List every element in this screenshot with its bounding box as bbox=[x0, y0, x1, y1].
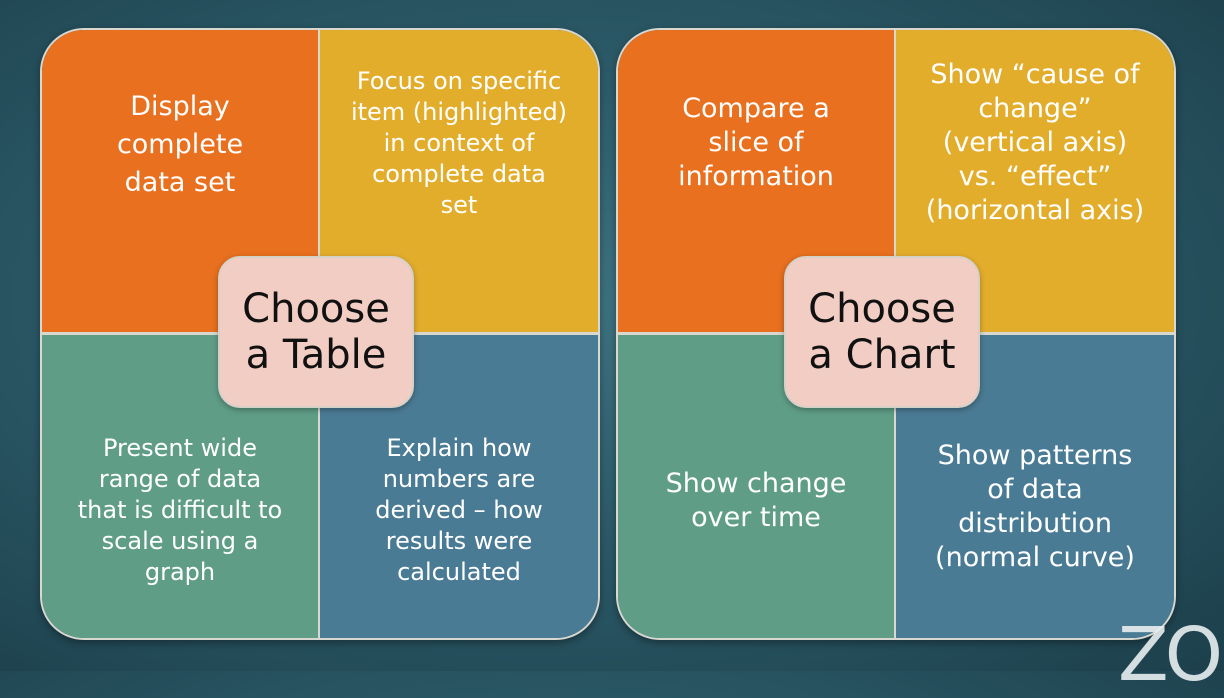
choose-chart-label: Choose a Chart bbox=[808, 286, 956, 378]
choose-table-box: Choose a Table bbox=[218, 256, 414, 408]
chart-quadrant-text: Show patterns of data distribution (norm… bbox=[935, 439, 1135, 573]
table-quadrant-focus-item: Focus on specific item (highlighted) in … bbox=[320, 30, 598, 332]
chart-panel: Compare a slice of information Show “cau… bbox=[616, 28, 1176, 640]
chart-quadrant-cause-effect: Show “cause of change” (vertical axis) v… bbox=[896, 30, 1174, 332]
choose-chart-box: Choose a Chart bbox=[784, 256, 980, 408]
table-quadrant-text: Display complete data set bbox=[116, 91, 244, 198]
chart-quadrant-text: Compare a slice of information bbox=[678, 93, 834, 192]
chart-quadrant-text: Show “cause of change” (vertical axis) v… bbox=[925, 59, 1145, 226]
table-quadrant-text: Present wide range of data that is diffi… bbox=[77, 434, 283, 586]
table-quadrant-text: Focus on specific item (highlighted) in … bbox=[350, 67, 568, 219]
table-quadrant-text: Explain how numbers are derived – how re… bbox=[375, 434, 543, 586]
table-quadrant-explain-numbers: Explain how numbers are derived – how re… bbox=[320, 335, 598, 638]
zoom-logo: ZO bbox=[1118, 612, 1223, 698]
chart-quadrant-text: Show change over time bbox=[665, 467, 847, 533]
choose-table-label: Choose a Table bbox=[242, 286, 390, 378]
